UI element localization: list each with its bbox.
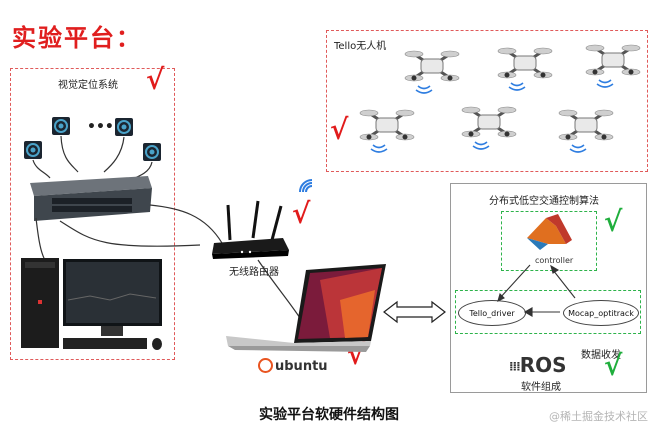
- wifi-icon: [300, 180, 312, 192]
- camera-icon: [143, 143, 161, 161]
- camera-cables: [33, 136, 152, 180]
- drone-icon: [586, 45, 640, 87]
- camera-icon: [115, 118, 133, 136]
- drone-icon: [462, 107, 516, 149]
- pc-tower-icon: [21, 258, 59, 348]
- router-laptop-cable: [258, 260, 300, 318]
- matlab-icon: [527, 214, 572, 250]
- camera-ellipsis: •••: [87, 119, 114, 135]
- keyboard-icon: [63, 338, 147, 349]
- network-switch-icon: [30, 176, 152, 221]
- mouse-icon: [152, 338, 162, 350]
- drone-icon: [498, 48, 552, 90]
- camera-icon: [24, 141, 42, 159]
- router-icon: [212, 201, 289, 259]
- laptop-icon: [226, 264, 386, 352]
- data-flow-arrows: [498, 265, 575, 316]
- drone-icon: [360, 110, 414, 152]
- drone-icon: [405, 51, 459, 93]
- bidirectional-arrow-icon: [384, 302, 445, 322]
- camera-icon: [52, 117, 70, 135]
- monitor-icon: [63, 259, 162, 336]
- drone-icon: [559, 110, 613, 152]
